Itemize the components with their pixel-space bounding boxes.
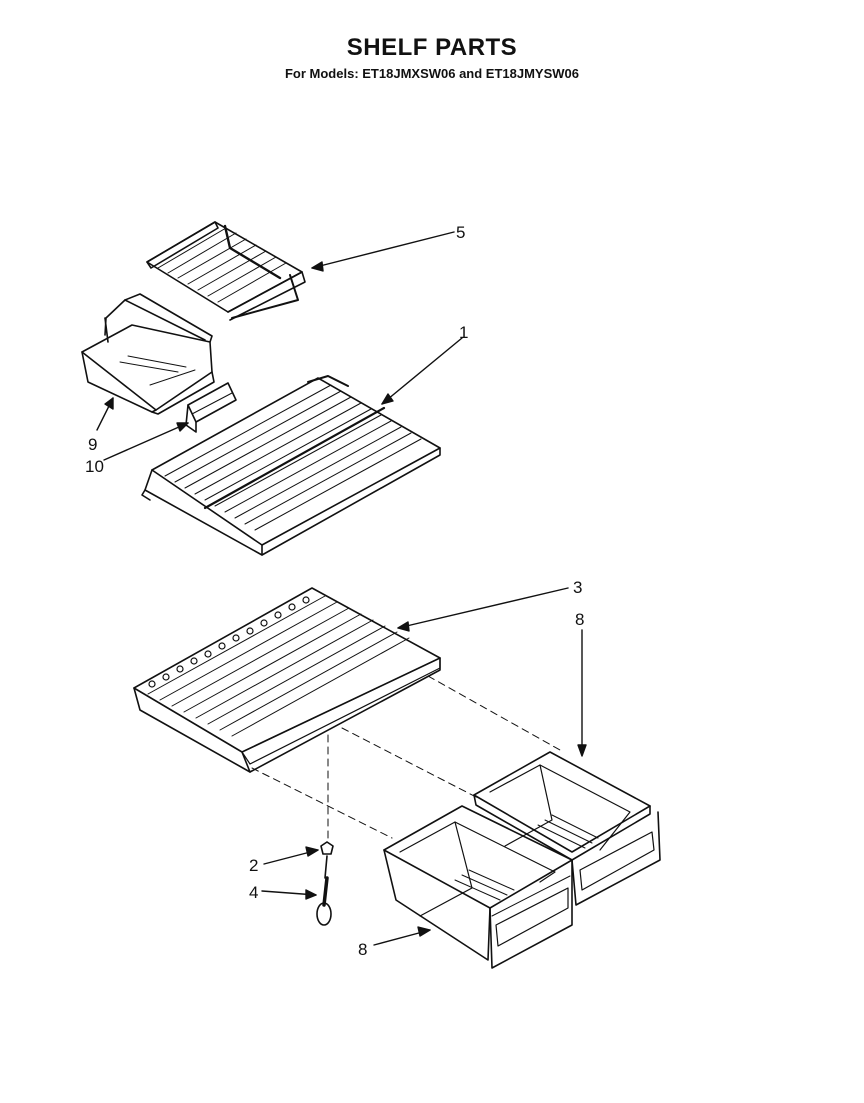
- alignment-lines: [251, 675, 561, 841]
- crisper-drawer-rear: [473, 751, 661, 906]
- callout-part-4: 4: [249, 883, 258, 902]
- callout-part-9: 9: [88, 435, 97, 454]
- callout-labels: 5 1 9 10 3 8 2 4 8: [85, 223, 584, 959]
- small-wire-shelf: [146, 221, 306, 321]
- callout-part-3: 3: [573, 578, 582, 597]
- page-title: SHELF PARTS: [346, 34, 518, 61]
- crisper-divider-post: [316, 841, 334, 926]
- callout-part-10: 10: [85, 457, 104, 476]
- main-wire-shelf: [141, 375, 441, 556]
- leader-lines: [96, 231, 587, 946]
- callout-part-2: 2: [249, 856, 258, 875]
- deli-bin: [81, 293, 215, 415]
- callout-part-8-top: 8: [575, 610, 584, 629]
- model-subtitle: For Models: ET18JMXSW06 and ET18JMYSW06: [284, 66, 580, 81]
- crisper-cover-shelf: [133, 587, 441, 773]
- callout-part-8-bottom: 8: [358, 940, 367, 959]
- deli-bin-bracket: [185, 382, 237, 433]
- crisper-drawer-front: [383, 805, 573, 969]
- callout-part-5: 5: [456, 223, 465, 242]
- callout-part-1: 1: [459, 323, 468, 342]
